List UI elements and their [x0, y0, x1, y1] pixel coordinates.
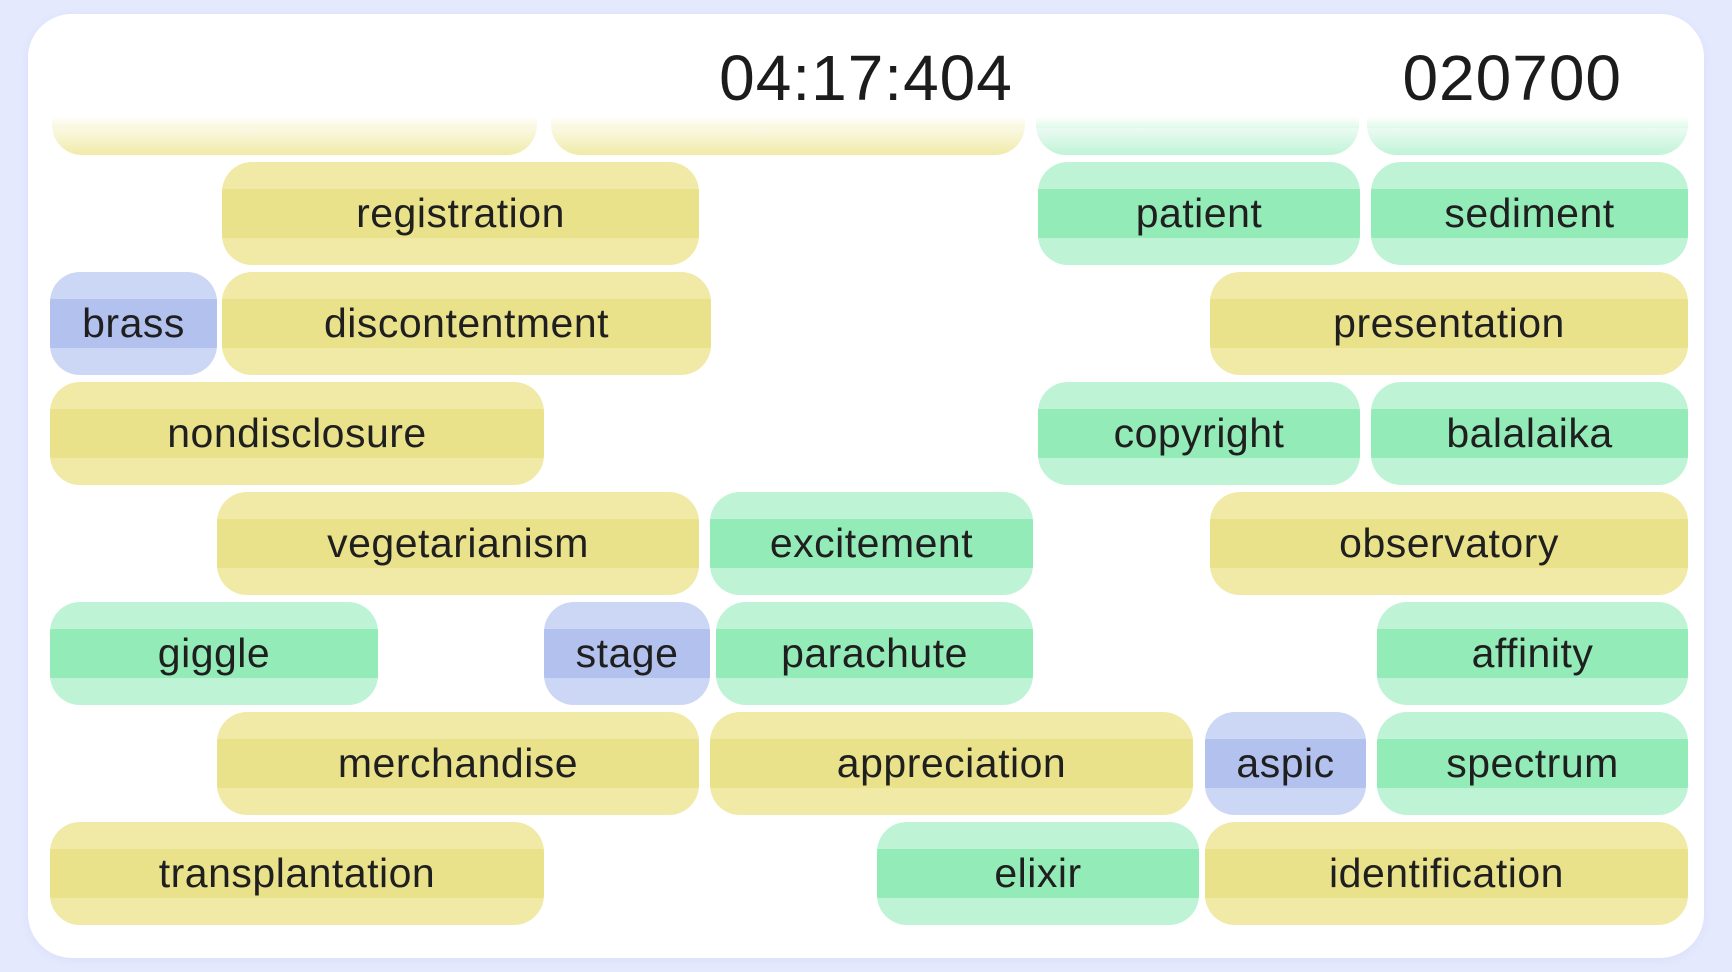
word-label: giggle	[157, 630, 271, 676]
word-label: brass	[82, 300, 185, 346]
word-label: discontentment	[323, 300, 610, 346]
word-tile-presentation[interactable]: presentation	[1210, 272, 1688, 375]
word-tile-giggle[interactable]: giggle	[50, 602, 378, 705]
header-bar: 04:17:404 020700	[28, 14, 1704, 134]
timer-display: 04:17:404	[719, 42, 1013, 114]
word-tile-registration[interactable]: registration	[222, 162, 699, 265]
word-tile-patient[interactable]: patient	[1038, 162, 1360, 265]
word-label: elixir	[994, 850, 1082, 896]
word-label: stage	[575, 630, 679, 676]
word-label: presentation	[1333, 300, 1565, 346]
word-tile-spectrum[interactable]: spectrum	[1377, 712, 1688, 815]
word-tile-brass[interactable]: brass	[50, 272, 217, 375]
word-tile-merchandise[interactable]: merchandise	[217, 712, 699, 815]
word-label: parachute	[781, 630, 968, 676]
word-tile-observatory[interactable]: observatory	[1210, 492, 1688, 595]
word-label: balalaika	[1446, 410, 1613, 456]
word-tile-identification[interactable]: identification	[1205, 822, 1688, 925]
word-tile-copyright[interactable]: copyright	[1038, 382, 1360, 485]
word-tile-balalaika[interactable]: balalaika	[1371, 382, 1688, 485]
word-label: appreciation	[836, 740, 1067, 786]
word-tile-discontentment[interactable]: discontentment	[222, 272, 711, 375]
word-label: excitement	[769, 520, 974, 566]
word-label: vegetarianism	[327, 520, 589, 566]
word-label: registration	[356, 190, 565, 236]
word-tile-vegetarianism[interactable]: vegetarianism	[217, 492, 699, 595]
word-label: patient	[1135, 190, 1263, 236]
word-tile-sediment[interactable]: sediment	[1371, 162, 1688, 265]
word-label: copyright	[1113, 410, 1285, 456]
score-display: 020700	[1402, 42, 1622, 114]
word-tile-nondisclosure[interactable]: nondisclosure	[50, 382, 544, 485]
word-label: aspic	[1236, 740, 1335, 786]
word-tile-aspic[interactable]: aspic	[1205, 712, 1366, 815]
word-tile-appreciation[interactable]: appreciation	[710, 712, 1193, 815]
word-tile-parachute[interactable]: parachute	[716, 602, 1033, 705]
word-label: sediment	[1444, 190, 1615, 236]
word-label: nondisclosure	[167, 410, 427, 456]
word-tile-stage[interactable]: stage	[544, 602, 710, 705]
word-tile-transplantation[interactable]: transplantation	[50, 822, 544, 925]
word-label: observatory	[1339, 520, 1559, 566]
word-tile-elixir[interactable]: elixir	[877, 822, 1199, 925]
word-tile-affinity[interactable]: affinity	[1377, 602, 1688, 705]
word-label: merchandise	[337, 740, 579, 786]
word-label: identification	[1329, 850, 1564, 896]
word-tile-excitement[interactable]: excitement	[710, 492, 1033, 595]
word-label: affinity	[1471, 630, 1594, 676]
word-label: transplantation	[158, 850, 436, 896]
word-label: spectrum	[1446, 740, 1619, 786]
